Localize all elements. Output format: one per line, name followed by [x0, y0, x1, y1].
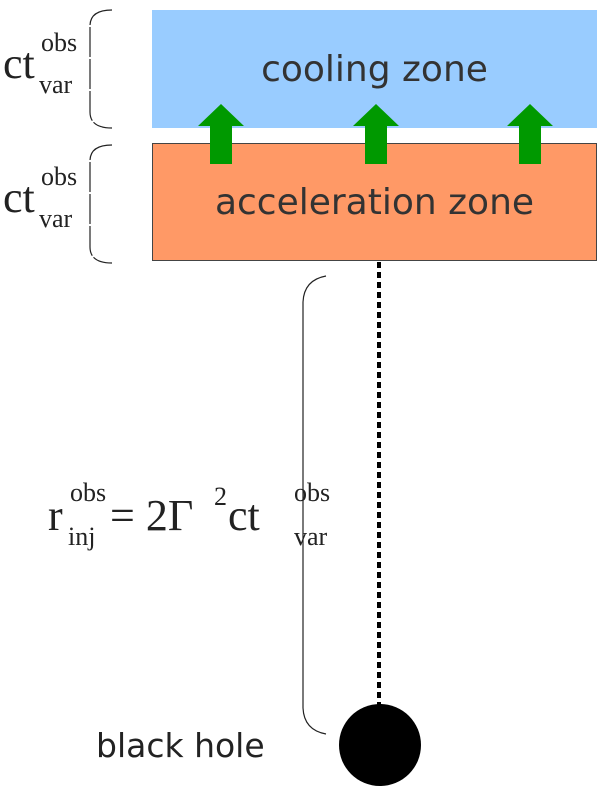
- black-hole-icon: [339, 704, 421, 786]
- jet-dotted-line: [377, 262, 381, 708]
- cooling-brace: [89, 9, 113, 129]
- up-arrow-icon: [507, 104, 553, 164]
- injection-radius-equation: r obs inj = 2Γ 2 ct obs var: [48, 478, 331, 551]
- acceleration-zone-label: acceleration zone: [214, 181, 535, 223]
- up-arrow-icon: [353, 104, 399, 164]
- injection-radius-brace: [302, 275, 327, 735]
- acceleration-brace: [89, 144, 113, 264]
- acceleration-timescale-label: ct obs var: [3, 162, 78, 233]
- cooling-timescale-label: ct obs var: [3, 28, 78, 99]
- up-arrow-icon: [198, 104, 244, 164]
- black-hole-label: black hole: [96, 726, 265, 765]
- cooling-zone-label: cooling zone: [261, 48, 488, 90]
